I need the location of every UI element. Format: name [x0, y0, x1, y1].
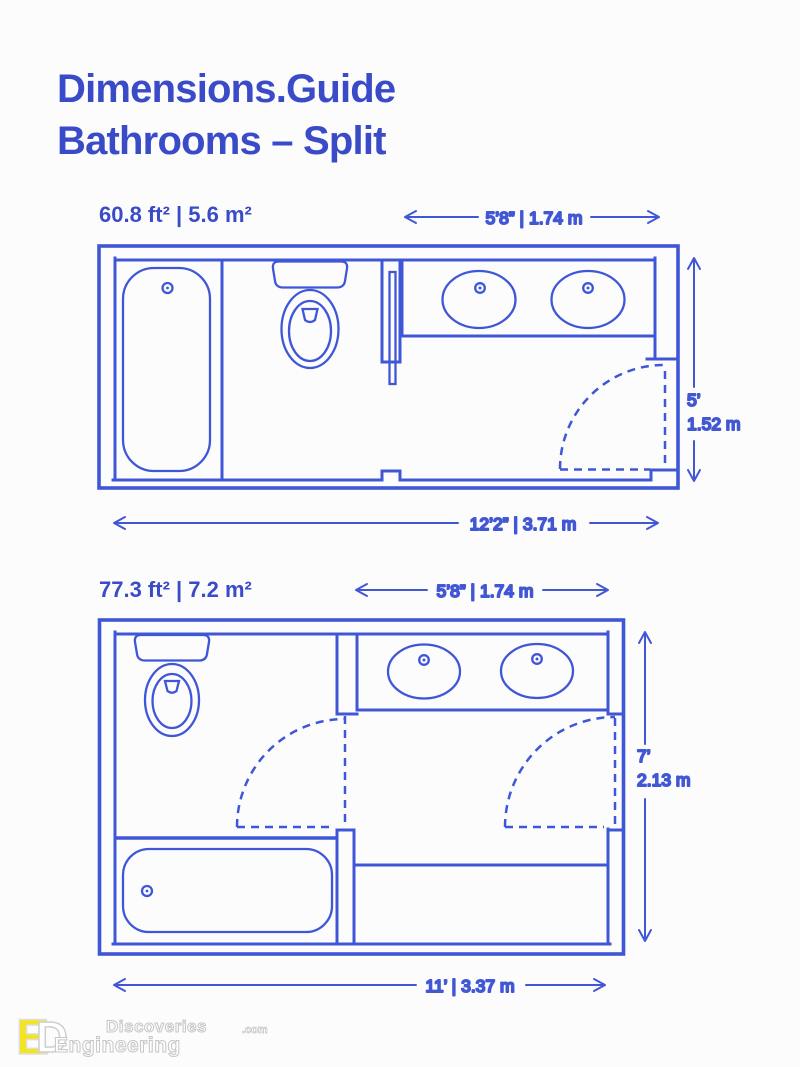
- sink-2-faucet: [582, 282, 594, 294]
- sink-3: [386, 643, 462, 700]
- dimension-bottom-1-label: 12’2” | 3.71 m: [470, 514, 577, 534]
- partition-upper-2: [335, 632, 359, 716]
- door-1-swing-arc: [558, 363, 665, 470]
- bathtub-2: [121, 847, 334, 934]
- sink-1: [441, 269, 517, 330]
- sink-1-faucet: [474, 282, 486, 294]
- title-line-1: Dimensions.Guide: [57, 66, 396, 111]
- bathtub-2-drain: [140, 884, 154, 898]
- logo-word-discoveries: Discoveries: [106, 1017, 207, 1037]
- door-left-swing-2: [235, 716, 347, 829]
- floor-plan-60sqft: 60.8 ft² | 5.6 m² 5’8” | 1.74 m: [97, 202, 742, 535]
- entry-door-swing-1: [558, 363, 667, 471]
- walls-1: [97, 244, 680, 490]
- logo-word-com: .com: [242, 1024, 268, 1037]
- area-label-2: 77.3 ft² | 7.2 m²: [99, 577, 252, 602]
- vanity-sinks-2: [386, 642, 575, 700]
- dimension-top-2: 5’8” | 1.74 m: [355, 580, 609, 602]
- pocket-door-panel: [388, 270, 397, 386]
- bathtub-1-drain: [161, 281, 174, 295]
- vanity-counter-2: [355, 632, 610, 712]
- dimension-top-1: 5’8” | 1.74 m: [404, 207, 660, 229]
- dimension-top-1-label: 5’8” | 1.74 m: [486, 208, 583, 228]
- outer-wall-2: [97, 618, 626, 956]
- toilet-2-flush: [163, 679, 181, 694]
- walls-2: [97, 618, 626, 956]
- logo-word-engineering: Engineering: [54, 1034, 181, 1058]
- title-line-2: Bathrooms – Split: [57, 118, 386, 163]
- vanity-counter-1: [400, 258, 657, 338]
- dimension-right-2-label-ft: 7’: [637, 746, 651, 766]
- bathtub-1: [121, 266, 212, 473]
- toilet-1: [271, 260, 349, 370]
- dimension-bottom-1: 12’2” | 3.71 m: [113, 513, 659, 535]
- floor-plan-77sqft: 77.3 ft² | 7.2 m² 5’8” | 1.74 m: [97, 577, 692, 997]
- toilet-2-bowl-inner: [151, 672, 193, 730]
- logo-letter-d: D: [35, 1012, 68, 1063]
- door-2a-swing-arc: [235, 717, 346, 828]
- toilet-1-tank: [271, 260, 349, 289]
- sink-2: [550, 269, 626, 330]
- toilet-2: [133, 633, 211, 738]
- pocket-door: [380, 258, 402, 386]
- toilet-2-bowl: [143, 662, 201, 738]
- dimension-bottom-2: 11’ | 3.37 m: [113, 975, 606, 997]
- toilet-1-bowl: [280, 288, 340, 370]
- partition-lower-2: [335, 828, 356, 946]
- pocket-door-frame: [380, 258, 402, 364]
- door-2b-swing-arc: [503, 715, 616, 828]
- dimension-top-2-label: 5’8” | 1.74 m: [437, 581, 534, 601]
- toilet-1-bowl-inner: [287, 299, 333, 363]
- dimension-right-2: 7’ 2.13 m: [636, 631, 692, 942]
- bathtub-1-outline: [121, 266, 212, 473]
- door-right-swing-2: [503, 715, 617, 829]
- dimension-right-1-label-ft: 5’: [687, 390, 701, 410]
- dimension-bottom-2-label: 11’ | 3.37 m: [425, 976, 514, 996]
- toilet-1-flush: [301, 307, 319, 324]
- inner-wall-bottom-1: [111, 468, 680, 482]
- vanity-sinks-1: [441, 269, 626, 330]
- inner-wall-right-2: [606, 630, 625, 946]
- outer-wall-1: [97, 244, 680, 490]
- dimension-right-2-label-m: 2.13 m: [637, 770, 691, 790]
- toilet-2-tank: [133, 633, 211, 662]
- sink-3-faucet: [418, 654, 430, 666]
- sink-4-faucet: [531, 653, 543, 665]
- logo-letter-e: E: [15, 1008, 50, 1066]
- sink-4: [499, 642, 575, 700]
- dimension-right-1: 5’ 1.52 m: [686, 257, 742, 482]
- bathtub-2-outline: [121, 847, 334, 934]
- area-label-1: 60.8 ft² | 5.6 m²: [99, 202, 252, 227]
- engineering-discoveries-logo: E D Discoveries .com Engineering: [14, 1008, 274, 1066]
- inner-wall-right-1: [645, 256, 680, 361]
- dimension-right-1-label-m: 1.52 m: [687, 414, 741, 434]
